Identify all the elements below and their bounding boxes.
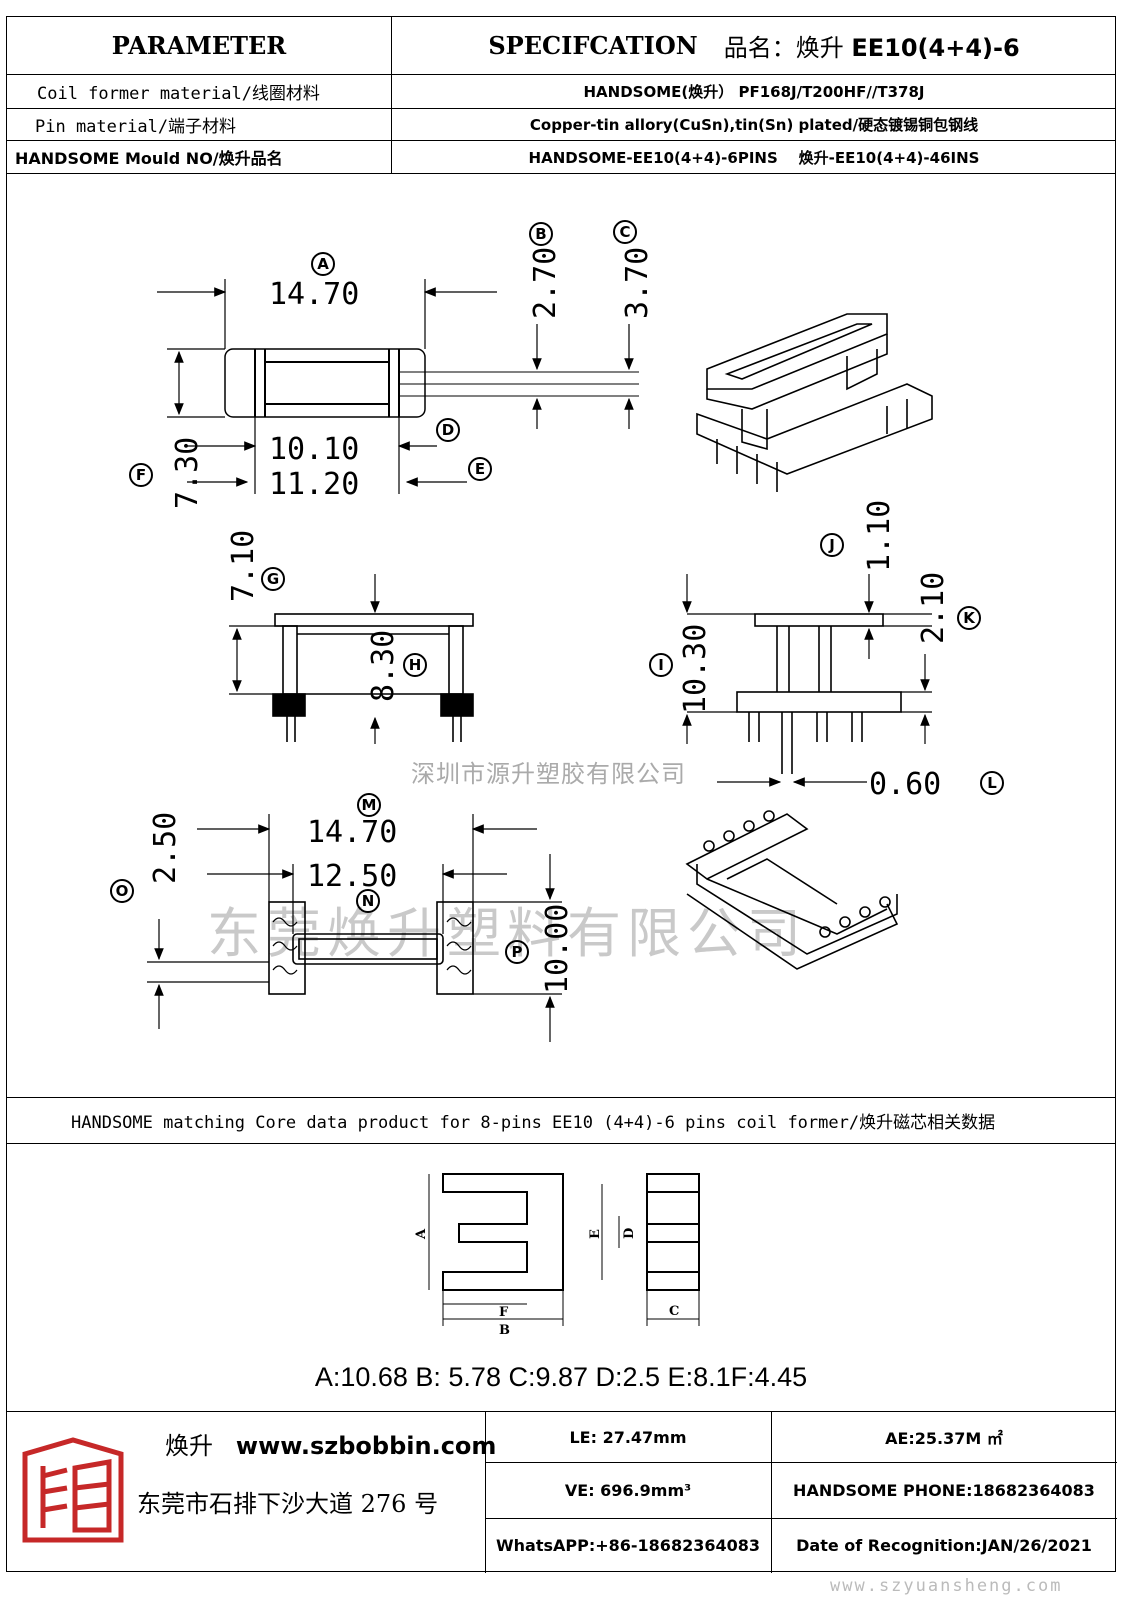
core-values: A:10.68 B: 5.78 C:9.87 D:2.5 E:8.1F:4.45: [314, 1362, 808, 1392]
row-value: HANDSOME(焕升） PF168J/T200HF//T378J: [583, 83, 925, 101]
isometric-view-bottom: [685, 810, 899, 970]
row-pin-material: Pin material/端子材料 Copper-tin allory(CuSn…: [7, 109, 1115, 141]
svg-text:C: C: [619, 223, 630, 241]
core-diagram-area: A F B C E D A:10.68 B: 5.78 C:9.87 D:2.5…: [7, 1144, 1115, 1412]
product-model: EE10(4+4)-6: [851, 34, 1020, 62]
date-value: Date of Recognition:JAN/26/2021: [796, 1536, 1092, 1555]
svg-text:N: N: [362, 892, 375, 910]
svg-text:M: M: [362, 796, 377, 814]
marker-d: D: [436, 418, 460, 442]
dim-o-value: 2.50: [148, 812, 183, 884]
row-value: HANDSOME-EE10(4+4)-6PINS 焕升-EE10(4+4)-46…: [528, 148, 980, 167]
technical-drawing: 深圳市源升塑胶有限公司 东莞焕升塑料有限公司: [7, 174, 1115, 1098]
dim-b-value: 2.70: [528, 247, 563, 319]
core-letter-d: D: [622, 1228, 637, 1239]
footer-brand-line: 焕升 www.szbobbin.com: [165, 1426, 496, 1461]
dim-c-value: 3.70: [620, 247, 655, 319]
product-name-label: 品名：焕升: [723, 34, 844, 62]
phone-value: HANDSOME PHONE:18682364083: [793, 1480, 1095, 1500]
footer-website: www.szbobbin.com: [235, 1432, 497, 1460]
dim-p-value: 10.00: [540, 904, 575, 994]
core-letter-f: F: [499, 1305, 509, 1320]
parameter-heading: PARAMETER: [111, 31, 287, 60]
dim-n-value: 12.50: [307, 859, 397, 894]
row-label: Pin material/端子材料: [35, 117, 237, 137]
top-view: [157, 279, 639, 494]
svg-text:K: K: [963, 609, 976, 627]
row-value: Copper-tin allory(CuSn),tin(Sn) plated/硬…: [529, 116, 979, 134]
row-mould-no: HANDSOME Mould NO/焕升品名 HANDSOME-EE10(4+4…: [7, 141, 1115, 174]
marker-p: P: [505, 940, 529, 964]
specification-heading: SPECIFCATION: [488, 31, 698, 60]
corner-url-watermark: www.szyuansheng.com: [830, 1576, 1063, 1596]
dim-a-value: 14.70: [269, 277, 359, 312]
marker-n: N: [356, 889, 380, 913]
svg-text:E: E: [475, 460, 485, 478]
spec-heading-group: SPECIFCATION 品名：焕升 EE10(4+4)-6: [391, 17, 1117, 74]
dim-i-value: 10.30: [678, 624, 713, 714]
core-letter-e: E: [588, 1229, 603, 1239]
marker-f: F: [129, 463, 153, 487]
marker-h: H: [403, 653, 427, 677]
core-diagram-svg: A F B C E D: [414, 1173, 700, 1338]
marker-i: I: [649, 653, 673, 677]
dim-j-value: 1.10: [862, 500, 897, 572]
ae-value: AE:25.37M ㎡: [885, 1429, 1003, 1448]
isometric-view-top: [696, 313, 933, 492]
svg-text:I: I: [658, 656, 664, 674]
company-logo: [22, 1437, 124, 1543]
svg-text:P: P: [512, 943, 523, 961]
side-view: [229, 574, 474, 744]
marker-o: O: [110, 879, 134, 903]
row-label: HANDSOME Mould NO/焕升品名: [15, 149, 283, 168]
svg-text:L: L: [987, 774, 997, 792]
marker-m: M: [357, 793, 381, 817]
dim-m-value: 14.70: [307, 815, 397, 850]
svg-text:D: D: [442, 421, 454, 439]
marker-g: G: [261, 567, 285, 591]
le-value: LE: 27.47mm: [569, 1427, 687, 1447]
svg-text:A: A: [317, 255, 329, 273]
watermark-text-1: 深圳市源升塑胶有限公司: [411, 760, 686, 788]
header-row: PARAMETER SPECIFCATION 品名：焕升 EE10(4+4)-6: [7, 17, 1115, 75]
svg-text:B: B: [535, 225, 546, 243]
dim-d-value: 10.10: [269, 432, 359, 467]
front-view: [682, 574, 932, 787]
row-coil-material: Coil former material/线圈材料 HANDSOME(焕升） P…: [7, 75, 1115, 109]
dim-h-value: 8.30: [366, 630, 401, 702]
marker-c: C: [613, 220, 637, 244]
bottom-view: [147, 814, 562, 1042]
svg-text:J: J: [828, 536, 835, 554]
footer-brand: 焕升: [165, 1432, 213, 1460]
core-letter-a: A: [414, 1228, 429, 1240]
spec-sheet: PARAMETER SPECIFCATION 品名：焕升 EE10(4+4)-6…: [6, 16, 1117, 1573]
row-label: Coil former material/线圈材料: [37, 84, 320, 104]
footer-address: 东莞市石排下沙大道 276 号: [137, 1490, 439, 1518]
svg-text:G: G: [267, 570, 279, 588]
ve-value: VE: 696.9mm³: [564, 1480, 692, 1500]
marker-k: K: [957, 606, 981, 630]
core-letter-c: C: [669, 1304, 679, 1319]
marker-l: L: [980, 771, 1004, 795]
core-data-title: HANDSOME matching Core data product for …: [7, 1098, 1115, 1144]
drawing-svg: 14.70 10.10 11.20 14.70 12.50 0.60 2.70 …: [110, 220, 1004, 1042]
footer: 焕升 www.szbobbin.com 东莞市石排下沙大道 276 号 LE: …: [7, 1412, 1117, 1573]
marker-e: E: [468, 457, 492, 481]
marker-j: J: [820, 533, 844, 557]
whatsapp-value: WhatsAPP:+86-18682364083: [495, 1536, 760, 1555]
svg-text:O: O: [116, 882, 129, 900]
dim-f-value: 7.30: [170, 437, 205, 509]
dim-e-value: 11.20: [269, 467, 359, 502]
dim-g-value: 7.10: [226, 530, 261, 602]
svg-text:H: H: [409, 656, 422, 674]
dim-l-value: 0.60: [869, 767, 941, 802]
core-letter-b: B: [499, 1323, 510, 1338]
marker-a: A: [311, 252, 335, 276]
dim-k-value: 2.10: [916, 572, 951, 644]
marker-b: B: [529, 222, 553, 246]
svg-text:F: F: [136, 466, 146, 484]
